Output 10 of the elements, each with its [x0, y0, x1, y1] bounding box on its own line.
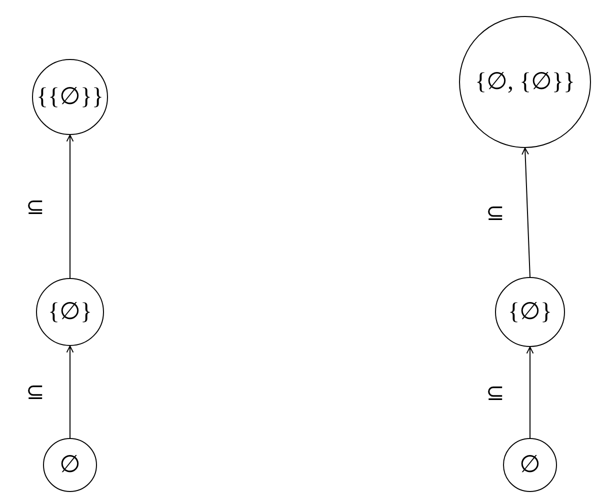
- set-label: ∅: [520, 453, 540, 477]
- arrow: [522, 148, 530, 278]
- set-label: {∅}: [508, 300, 552, 324]
- arrow: [66, 134, 74, 278]
- set-label: ∅: [60, 453, 80, 477]
- set-label: {∅, {∅}}: [474, 70, 576, 94]
- set-label: {∅}: [48, 300, 92, 324]
- arrow: [526, 346, 534, 438]
- arrow: [66, 346, 74, 438]
- set-label: {{∅}}: [36, 85, 104, 109]
